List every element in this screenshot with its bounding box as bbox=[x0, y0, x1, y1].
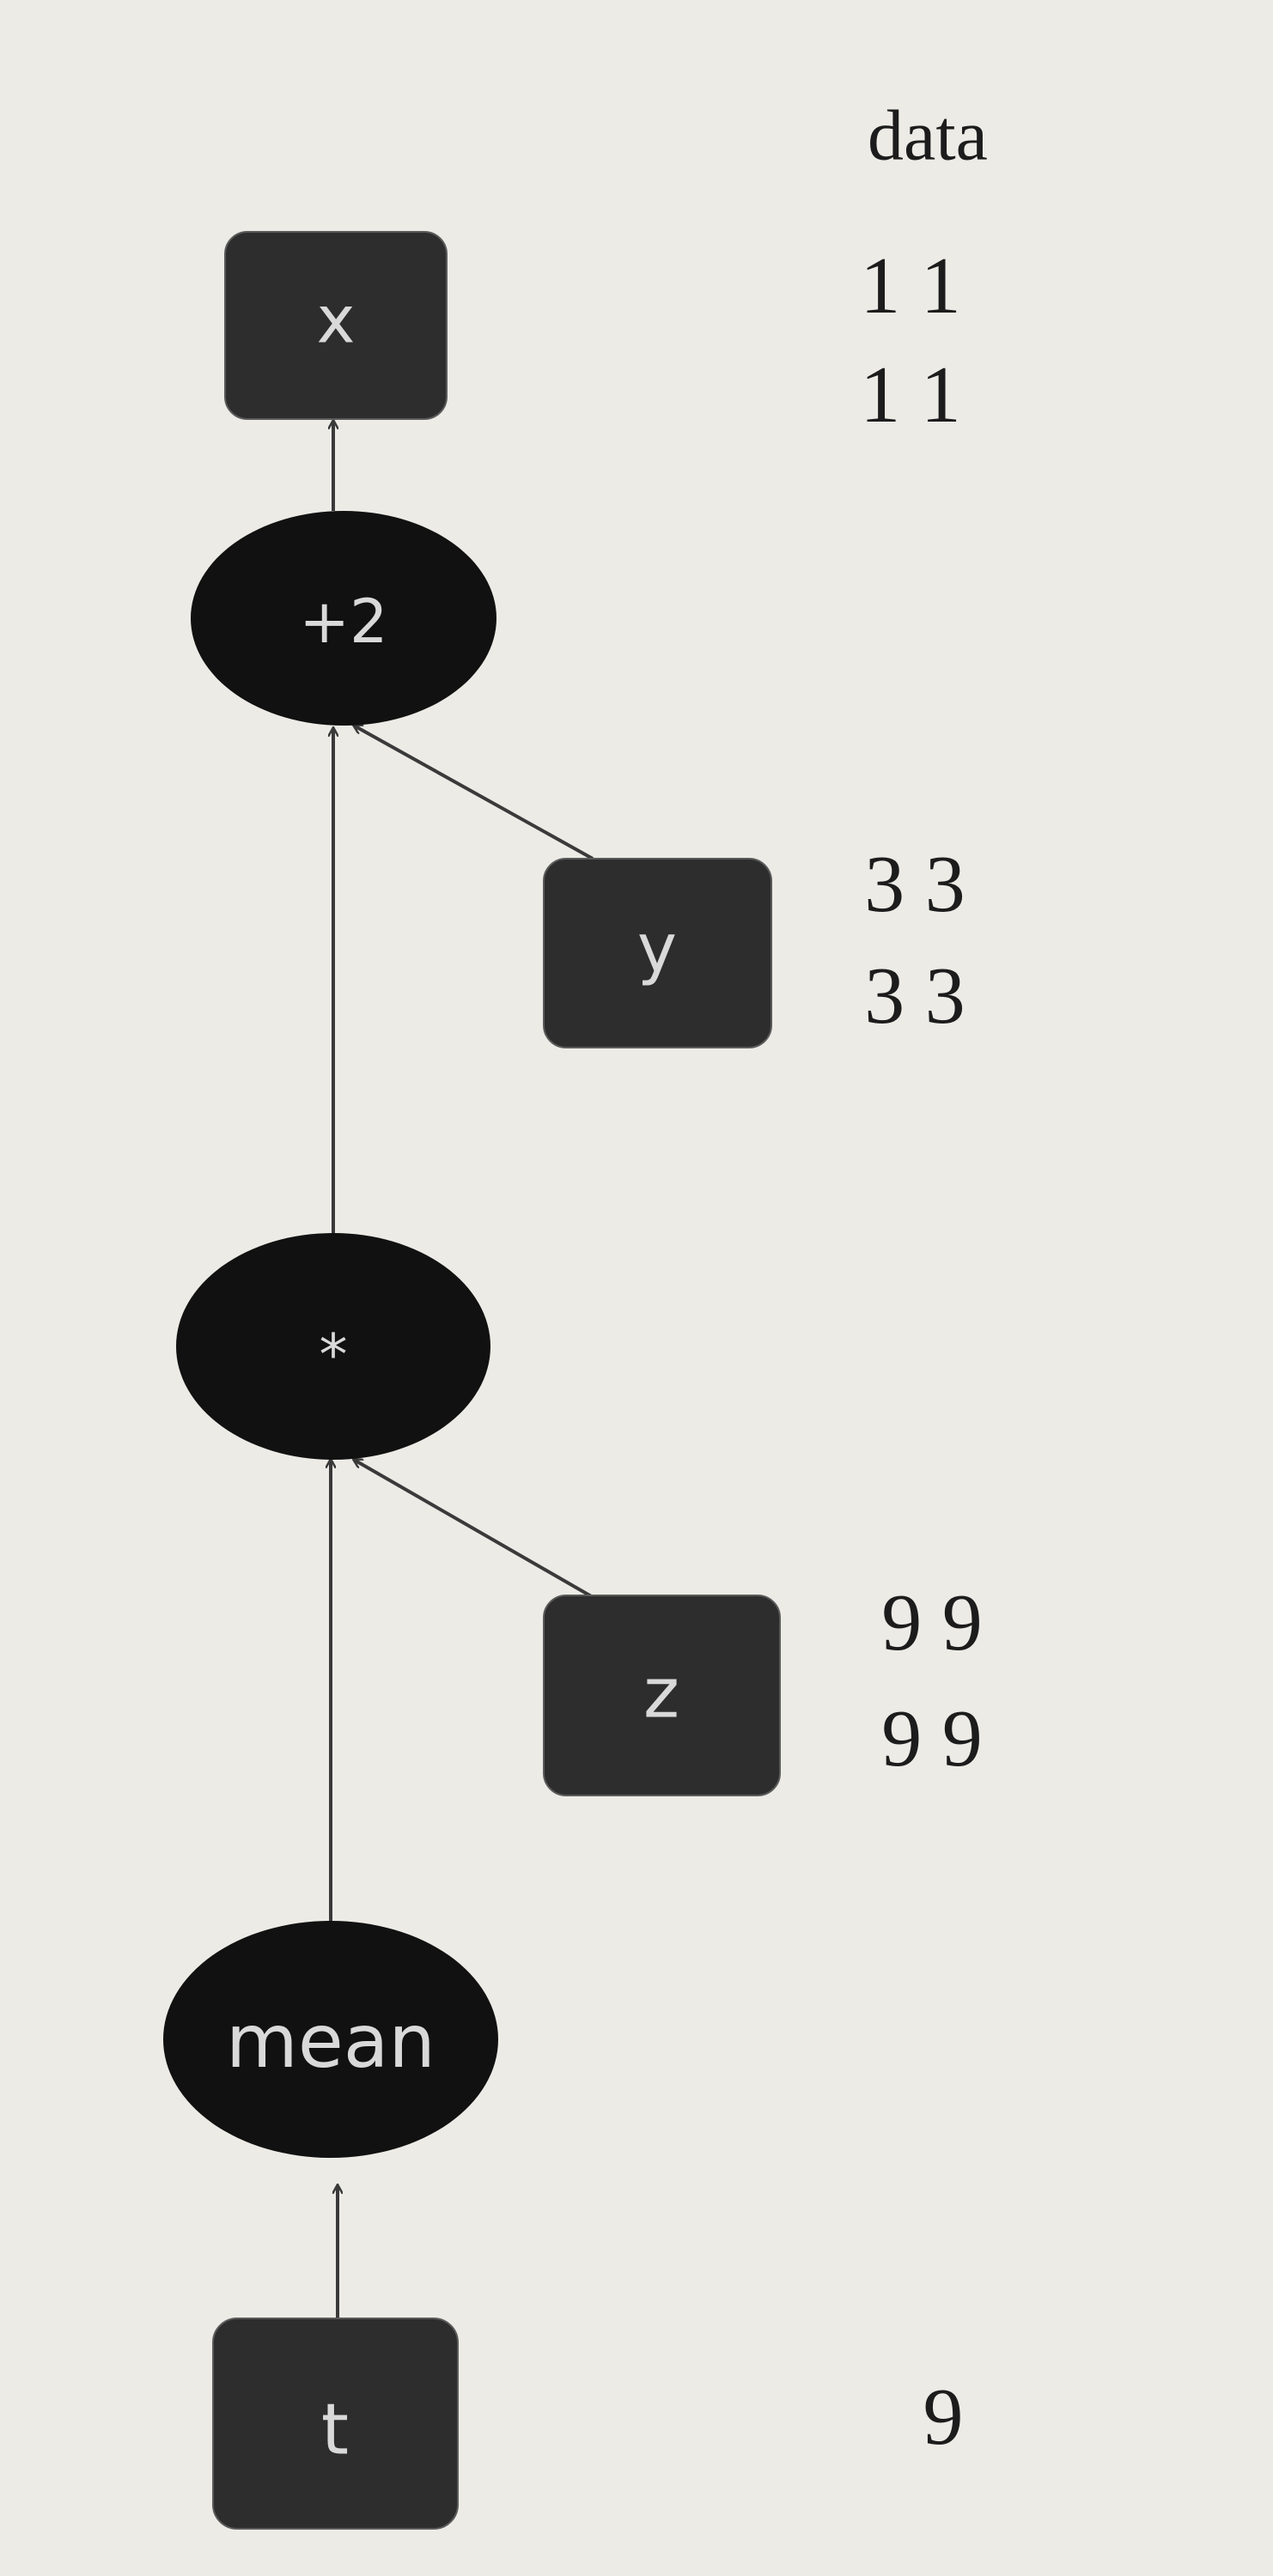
edges bbox=[331, 421, 594, 2318]
node-label-plus2: +2 bbox=[299, 586, 387, 657]
node-label-t: t bbox=[321, 2390, 349, 2471]
operation-node-mean: mean bbox=[163, 1921, 498, 2158]
variable-node-y: y bbox=[543, 858, 772, 1048]
node-label-z: z bbox=[643, 1654, 679, 1734]
node-label-mean: mean bbox=[226, 1999, 436, 2085]
variable-box-y bbox=[543, 858, 772, 1048]
data-value-x-row1: 1 1 bbox=[860, 241, 961, 331]
operation-node-multiply: * bbox=[176, 1233, 490, 1460]
operation-ellipse-plus2 bbox=[191, 511, 496, 726]
operation-ellipse-multiply bbox=[176, 1233, 490, 1460]
operation-node-plus2: +2 bbox=[191, 511, 496, 726]
data-value-z-row1: 9 9 bbox=[881, 1578, 983, 1668]
data-header: data bbox=[868, 96, 988, 176]
operation-ellipse-mean bbox=[163, 1921, 498, 2158]
data-value-y-row1: 3 3 bbox=[864, 840, 965, 929]
data-column: data 1 1 1 1 3 3 3 3 9 9 9 9 9 bbox=[860, 96, 988, 2463]
node-label-x: x bbox=[317, 282, 356, 358]
variable-node-t: t bbox=[212, 2318, 459, 2530]
variable-box-x bbox=[224, 231, 448, 420]
variable-box-t bbox=[212, 2318, 459, 2530]
data-value-t: 9 bbox=[923, 2372, 964, 2462]
node-label-y: y bbox=[637, 910, 677, 987]
data-value-x-row2: 1 1 bbox=[860, 350, 961, 440]
data-value-z-row2: 9 9 bbox=[881, 1694, 983, 1783]
edge-z-to-mul bbox=[354, 1460, 594, 1599]
node-label-multiply: * bbox=[320, 1322, 348, 1388]
data-value-y-row2: 3 3 bbox=[864, 951, 965, 1041]
edge-y-to-plus2 bbox=[354, 726, 594, 860]
variable-node-x: x bbox=[224, 231, 448, 420]
variable-box-z bbox=[543, 1595, 781, 1796]
variable-node-z: z bbox=[543, 1595, 781, 1796]
